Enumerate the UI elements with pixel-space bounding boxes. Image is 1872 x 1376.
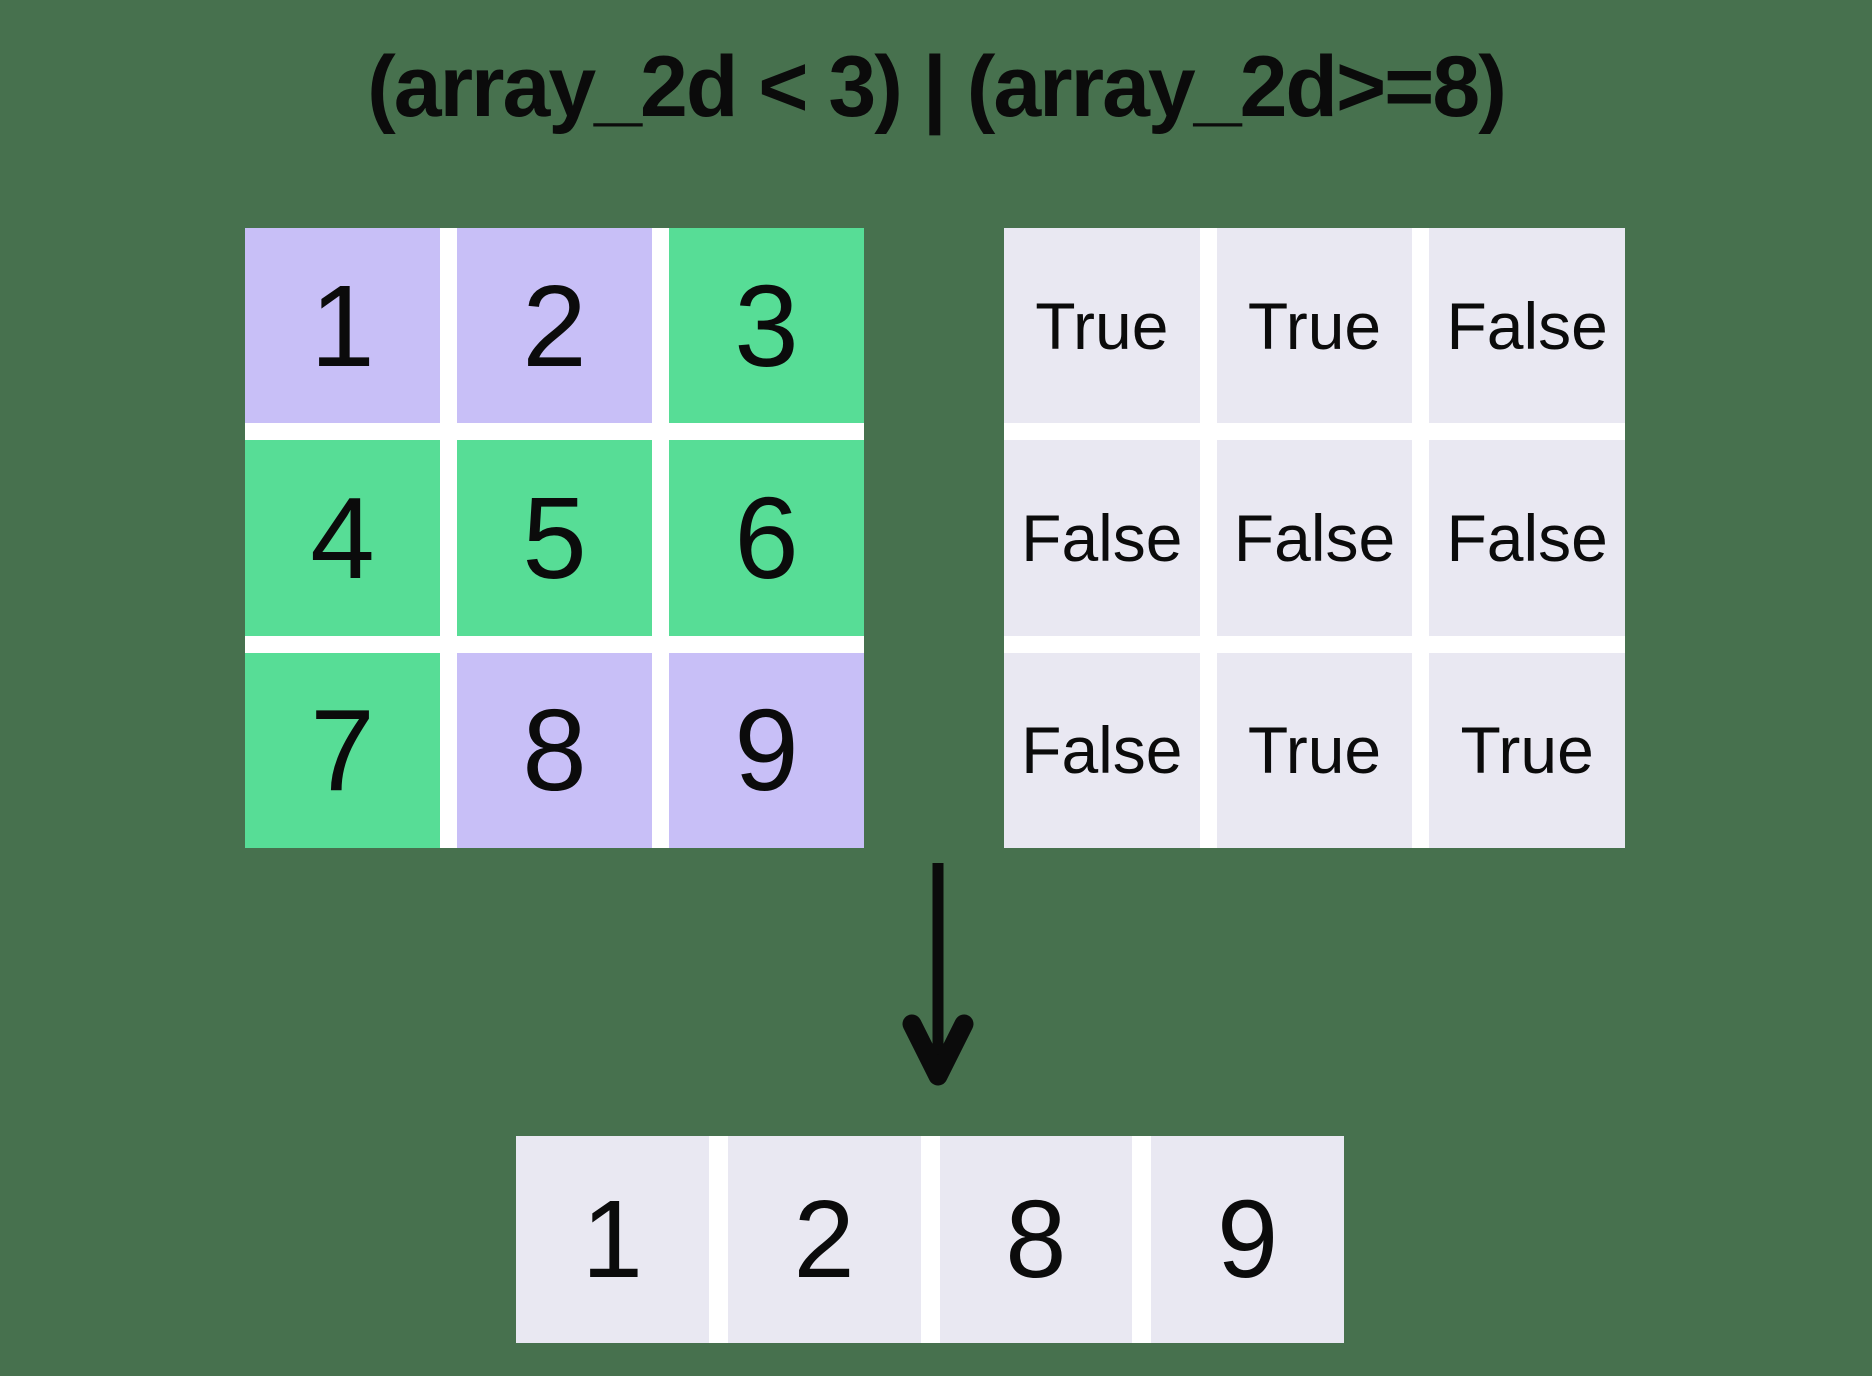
array-cell: 7: [245, 652, 440, 848]
array-cell: 2: [457, 228, 652, 424]
array-cell: 5: [457, 440, 652, 636]
input-array-grid: 1 2 3 4 5 6 7 8 9: [245, 228, 864, 848]
result-cell: 1: [516, 1136, 709, 1343]
down-arrow-icon: [902, 863, 974, 1086]
mask-cell: False: [1429, 440, 1625, 636]
mask-cell: True: [1429, 652, 1625, 848]
result-array: 1 2 8 9: [516, 1136, 1344, 1343]
mask-cell: True: [1216, 652, 1413, 848]
array-cell: 3: [669, 228, 864, 424]
array-cell: 6: [669, 440, 864, 636]
boolean-mask-grid: True True False False False False False …: [1004, 228, 1625, 848]
array-cell: 9: [669, 652, 864, 848]
expression-title: (array_2d < 3) | (array_2d>=8): [367, 39, 1507, 135]
result-cell: 9: [1151, 1136, 1344, 1343]
mask-cell: True: [1004, 228, 1200, 424]
mask-cell: False: [1216, 440, 1413, 636]
result-cell: 8: [939, 1136, 1133, 1343]
result-cell: 2: [727, 1136, 921, 1343]
mask-cell: False: [1004, 440, 1200, 636]
array-cell: 1: [245, 228, 440, 424]
mask-cell: False: [1429, 228, 1625, 424]
mask-cell: False: [1004, 652, 1200, 848]
mask-cell: True: [1216, 228, 1413, 424]
array-cell: 4: [245, 440, 440, 636]
array-cell: 8: [457, 652, 652, 848]
